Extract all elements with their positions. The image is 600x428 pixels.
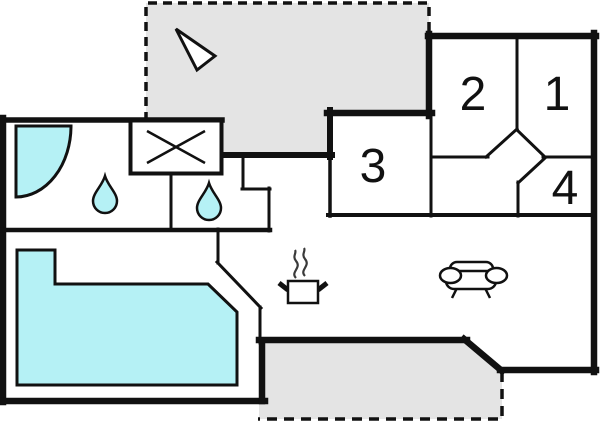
room-3-label: 3 <box>360 140 387 193</box>
fireplace-cross-line <box>146 129 206 165</box>
pot-handle <box>316 281 329 292</box>
sofa-armrest <box>438 266 463 285</box>
interior-walls <box>0 36 597 345</box>
partition-segment <box>514 127 548 160</box>
room-4-label: 4 <box>552 162 579 215</box>
water-drop-icon <box>195 178 223 222</box>
north-arrow-icon <box>174 27 218 73</box>
swimming-pool-icon <box>15 248 239 387</box>
sofa-armrest <box>484 266 509 285</box>
room-1-label: 1 <box>544 68 571 121</box>
pot-handle <box>277 281 290 292</box>
sofa-icon <box>438 260 509 299</box>
wall-segment <box>459 334 507 376</box>
bottom-terrace-dashed-border <box>258 372 504 421</box>
bottom-terrace <box>258 341 504 421</box>
water-drop-icon <box>91 171 119 215</box>
bottom-terrace-area <box>259 341 502 419</box>
corner-bathtub-icon <box>14 124 73 199</box>
partition-segment <box>214 259 264 311</box>
steam-line <box>293 249 299 279</box>
steam-line <box>302 247 308 277</box>
room-2-label: 2 <box>460 68 487 121</box>
fireplace-icon <box>128 118 224 176</box>
top-terrace-dashed-border <box>144 1 431 121</box>
exterior-walls <box>0 29 600 406</box>
partition-segment <box>483 126 520 160</box>
partition-segment <box>515 155 548 186</box>
top-terrace <box>144 1 431 155</box>
top-terrace-area <box>146 3 429 155</box>
cooking-pot-icon <box>277 247 329 305</box>
pot-body <box>286 279 320 305</box>
